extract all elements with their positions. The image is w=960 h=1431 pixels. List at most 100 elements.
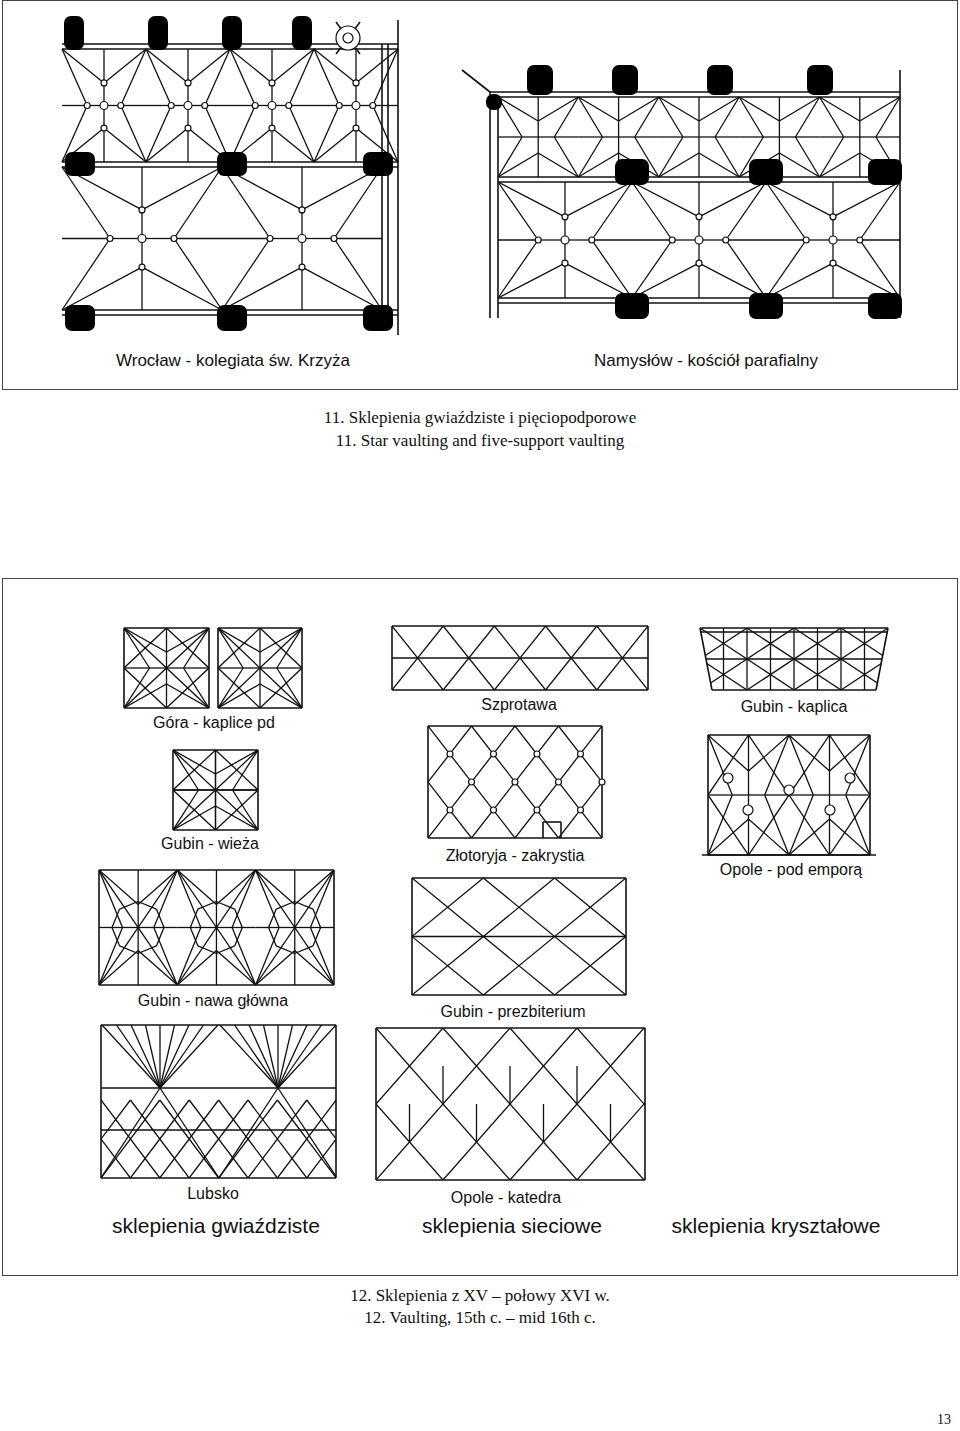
boss: [696, 260, 702, 266]
vault-rib: [336, 1100, 395, 1178]
vault-rib: [373, 105, 398, 106]
vault-rib: [626, 878, 769, 995]
vault-rib: [160, 1100, 219, 1178]
vault-rib: [159, 1025, 160, 1088]
vault-rib: [279, 927, 295, 928]
vault-rib: [829, 819, 830, 855]
vault-rib: [99, 927, 122, 928]
vault-rib: [101, 1129, 336, 1130]
vault-rib: [156, 909, 164, 927]
pier: [749, 159, 783, 185]
wall-line: [899, 70, 901, 318]
vault-rib: [248, 1100, 307, 1178]
vault-rib: [565, 182, 632, 217]
vault-rib: [726, 182, 766, 240]
boss: [447, 751, 453, 757]
vault-rib: [336, 1100, 395, 1178]
vault-rib: [174, 167, 222, 239]
figure-label: Opole - katedra: [449, 1189, 563, 1207]
pier: [615, 293, 649, 319]
vault-rib: [769, 878, 912, 995]
vault-rib: [708, 794, 732, 795]
vault-rib: [248, 1100, 307, 1178]
pier: [148, 16, 168, 50]
vault-rib: [795, 136, 819, 137]
vault-rib: [632, 240, 672, 298]
vault-rib: [392, 657, 648, 658]
wall-line: [427, 726, 429, 838]
wall-line: [498, 297, 900, 299]
vault-rib: [732, 794, 748, 795]
vault-rib: [659, 153, 699, 177]
vault-rib: [254, 726, 341, 838]
vault-rib: [626, 878, 769, 995]
wall-line: [99, 869, 334, 871]
vault-rib: [216, 870, 217, 905]
vault-rib: [173, 750, 216, 790]
figure-caption: 11. Star vaulting and five-support vault…: [334, 431, 626, 451]
boss: [829, 236, 837, 244]
vault-rib: [356, 49, 398, 83]
vault-rib: [99, 870, 177, 985]
vault-rib: [167, 628, 210, 668]
vault-rib: [137, 905, 138, 928]
vault-rib: [498, 240, 538, 298]
boss: [447, 807, 453, 813]
vault-rib: [154, 927, 177, 928]
wall-line: [412, 877, 626, 879]
vault-rib: [409, 1104, 410, 1142]
vault-rib: [618, 121, 619, 137]
boss: [299, 207, 305, 213]
boss: [298, 235, 306, 243]
vault-rib: [698, 97, 699, 121]
vault-rib: [888, 628, 960, 690]
vault-rib: [216, 902, 234, 910]
vault-rib: [592, 240, 632, 298]
boss: [599, 779, 605, 785]
wall-line: [172, 750, 174, 830]
vault-rib: [256, 927, 279, 928]
vault-rib: [167, 668, 210, 708]
pier: [65, 152, 95, 176]
vault-rib: [498, 263, 565, 298]
boss: [171, 236, 177, 242]
vault-rib: [820, 136, 844, 137]
vault-rib: [184, 667, 210, 668]
vault-rib: [277, 1100, 336, 1178]
vault-rib: [699, 626, 750, 690]
vault-rib: [699, 153, 739, 177]
vault-rib: [832, 182, 833, 217]
wall-line: [392, 689, 648, 691]
vault-rib: [205, 105, 230, 106]
vault-rib: [577, 1028, 711, 1180]
rib-group: [62, 49, 398, 310]
vault-rib: [198, 878, 341, 995]
pier: [868, 159, 902, 185]
boss: [370, 103, 376, 109]
vault-rib: [888, 628, 960, 690]
rib-group: [187, 626, 801, 690]
vault-rib: [278, 1025, 307, 1088]
vault-rib: [127, 878, 270, 995]
vault-rib: [465, 628, 559, 690]
vault-rib: [498, 136, 522, 137]
wall-line: [173, 829, 258, 831]
vault-rib: [619, 136, 635, 137]
figure-caption: 12. Vaulting, 15th c. – mid 16th c.: [362, 1308, 598, 1328]
boss: [743, 805, 753, 815]
vault-rib: [175, 1028, 309, 1180]
boss: [696, 214, 702, 220]
vault-rib: [538, 97, 578, 121]
vault-rib: [512, 628, 606, 690]
vault-rib: [739, 97, 763, 137]
vault-rib: [778, 1028, 912, 1180]
wall-line: [560, 822, 562, 838]
wall-line: [335, 1025, 337, 1178]
boss: [139, 264, 145, 270]
vault-rib: [302, 238, 334, 239]
vault-rib: [271, 128, 272, 162]
vault-rib: [859, 153, 860, 177]
rib-group: [124, 628, 209, 708]
boss: [184, 102, 192, 110]
vault-rib: [127, 878, 270, 995]
